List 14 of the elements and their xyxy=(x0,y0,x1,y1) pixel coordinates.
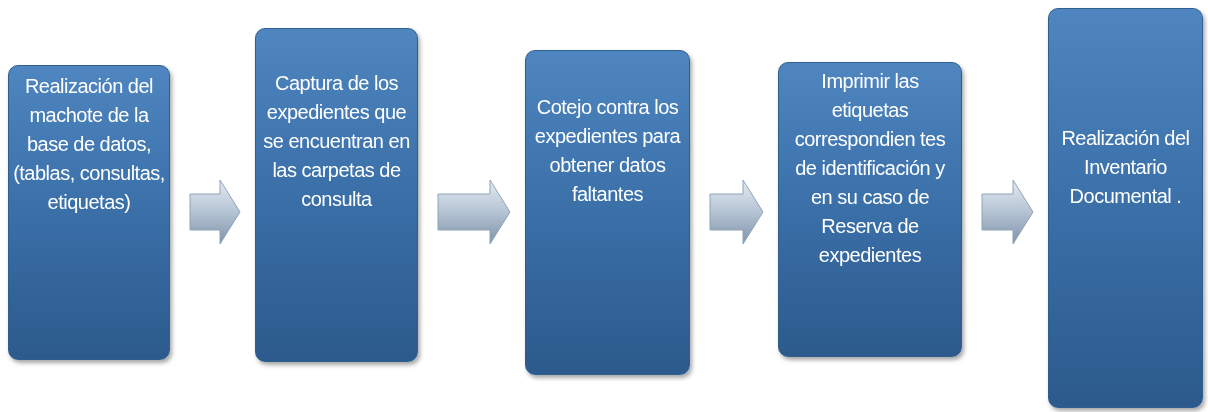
step-text: Realización del Inventario Documental . xyxy=(1060,126,1191,209)
block-arrow xyxy=(981,179,1034,245)
process-box xyxy=(255,28,418,362)
block-arrow xyxy=(709,179,764,245)
process-box xyxy=(1048,8,1203,408)
process-box xyxy=(525,50,690,375)
step-text: Captura de los expedientes que se encuentran en las carpetas de consulta xyxy=(262,71,411,212)
step-text: Cotejo contra los expedientes para obtener datos faltantes xyxy=(533,95,682,207)
step-text: Realización del machote de la base de datos, (tablas, consultas, etiquetas) xyxy=(13,74,165,215)
block-arrow xyxy=(189,179,241,245)
step-text: Imprimir las etiquetas correspondien tes de identificación y en su caso de Reserva de expedientes xyxy=(793,69,947,268)
process-box xyxy=(8,65,170,360)
block-arrow xyxy=(437,179,511,245)
process-box xyxy=(778,62,962,357)
